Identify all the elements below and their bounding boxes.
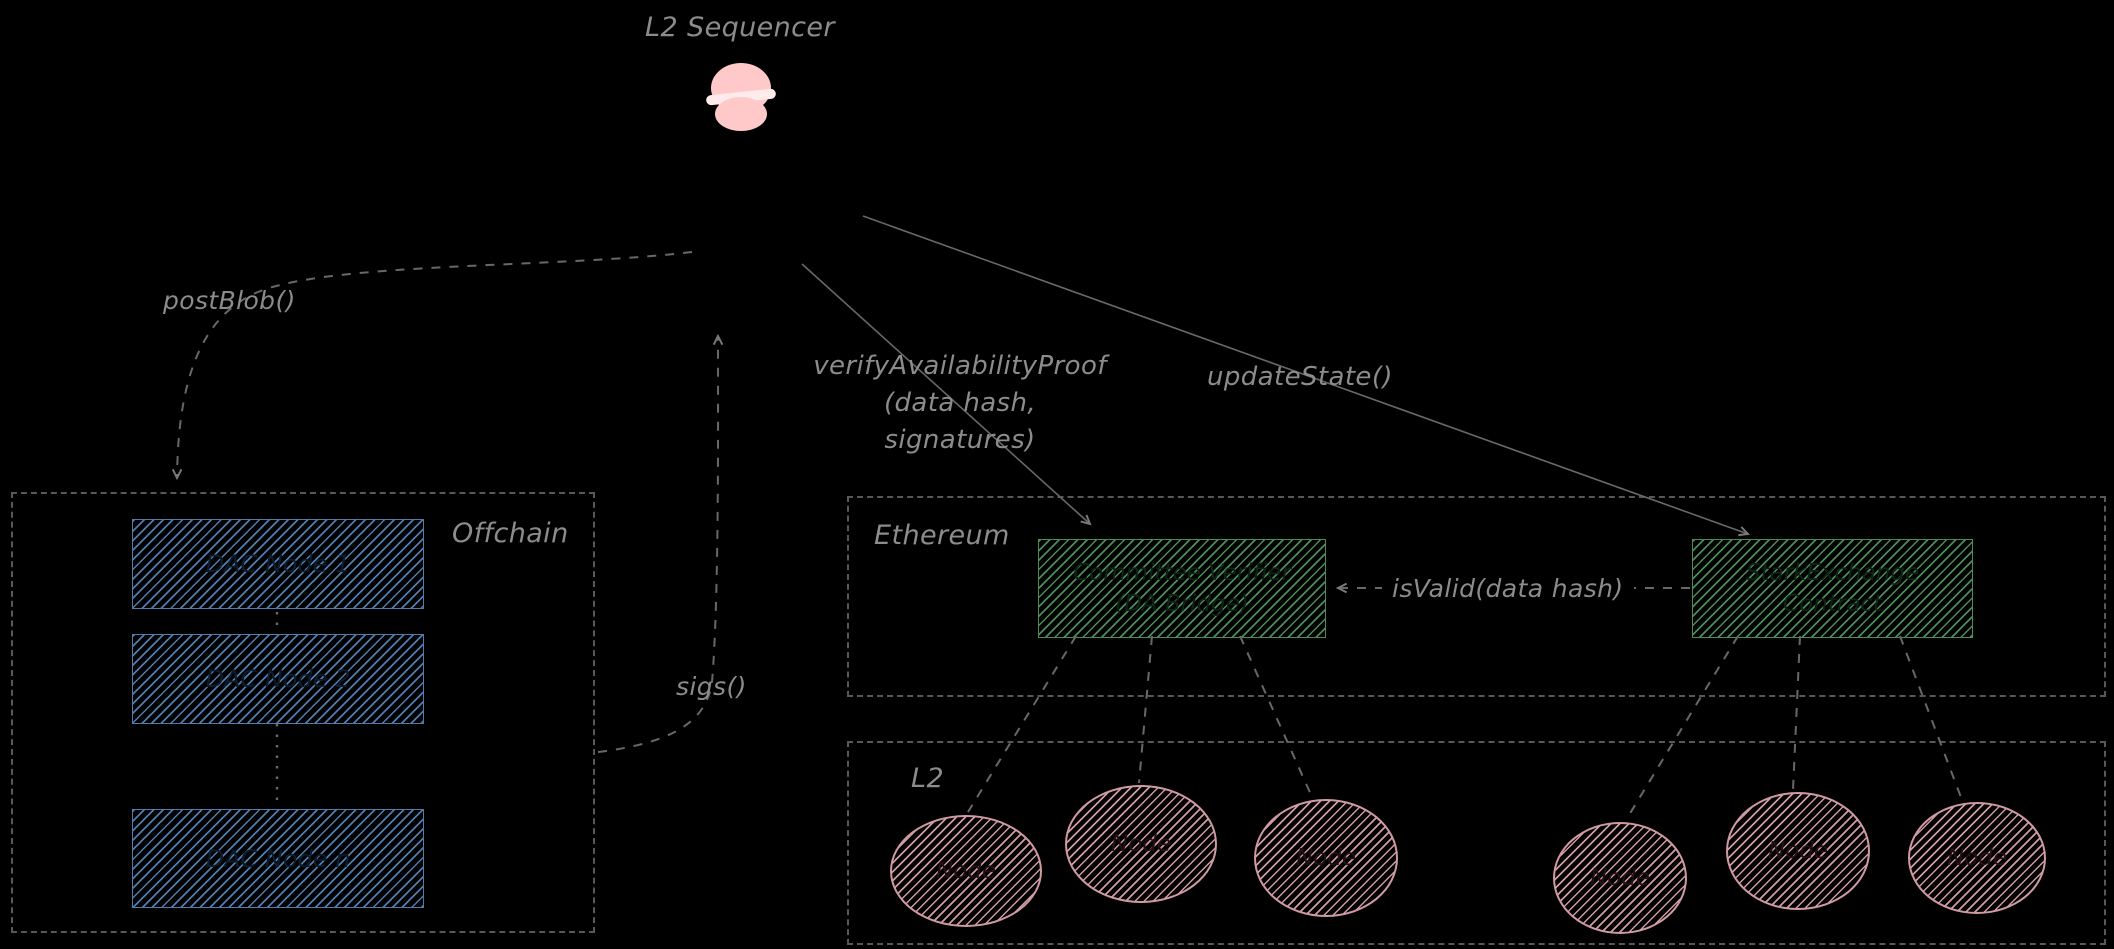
starkexchange-contract-box: StarkExchange Contract (1692, 539, 1973, 638)
l2-node-5-label: Node (1767, 838, 1829, 864)
l2-container-label: L2 (911, 763, 945, 794)
verify-availability-call-label: verifyAvailabilityProof (data hash, sign… (795, 348, 1125, 459)
l2-node-4-label: Node (1589, 865, 1651, 891)
postblob-call-label: postBlob() (163, 286, 296, 315)
sigs-call-label: sigs() (676, 672, 747, 701)
isvalid-call-label: isValid(data hash) (1382, 572, 1634, 605)
sequencer-label: L2 Sequencer (645, 12, 835, 43)
committee-verifier-line1: Committee Verifier (1073, 559, 1291, 586)
offchain-container-label: Offchain (452, 518, 569, 549)
l2-node-3-label: Node (1295, 845, 1357, 871)
committee-verifier-line2: (DA Bridge) (1115, 590, 1249, 617)
dac-node-n-label: DAC Node n (205, 844, 351, 873)
verify-call-line3: signatures) (884, 425, 1036, 455)
l2-node-6-label: Node (1946, 845, 2008, 871)
l2-node-2-label: Node (1110, 831, 1172, 857)
dac-node-1-label: DAC Node 1 (205, 550, 351, 578)
ethereum-container-label: Ethereum (874, 520, 1010, 551)
l2-node-2: Node (1065, 785, 1217, 903)
sequencer-person-icon (706, 63, 776, 131)
l2-node-1-label: Node (935, 858, 997, 884)
committee-verifier-box: Committee Verifier (DA Bridge) (1038, 539, 1326, 638)
l2-node-6: Node (1908, 802, 2046, 914)
l2-node-3: Node (1254, 799, 1398, 917)
starkexchange-contract-line2: Contract (1783, 590, 1882, 617)
verify-call-line1: verifyAvailabilityProof (813, 351, 1107, 381)
verify-call-line2: (data hash, (883, 388, 1037, 418)
starkexchange-contract-line1: StarkExchange (1745, 559, 1920, 586)
l2-node-4: Node (1553, 822, 1687, 934)
l2-container (847, 741, 2106, 945)
dac-node-2-box: DAC Node 2 (132, 634, 424, 724)
dac-node-2-label: DAC Node 2 (205, 665, 351, 693)
offchain-container (11, 492, 595, 933)
l2-node-1: Node (890, 815, 1042, 927)
updatestate-call-label: updateState() (1207, 362, 1393, 392)
l2-node-5: Node (1726, 792, 1870, 910)
dac-node-1-box: DAC Node 1 (132, 519, 424, 609)
dac-node-n-box: DAC Node n (132, 809, 424, 908)
